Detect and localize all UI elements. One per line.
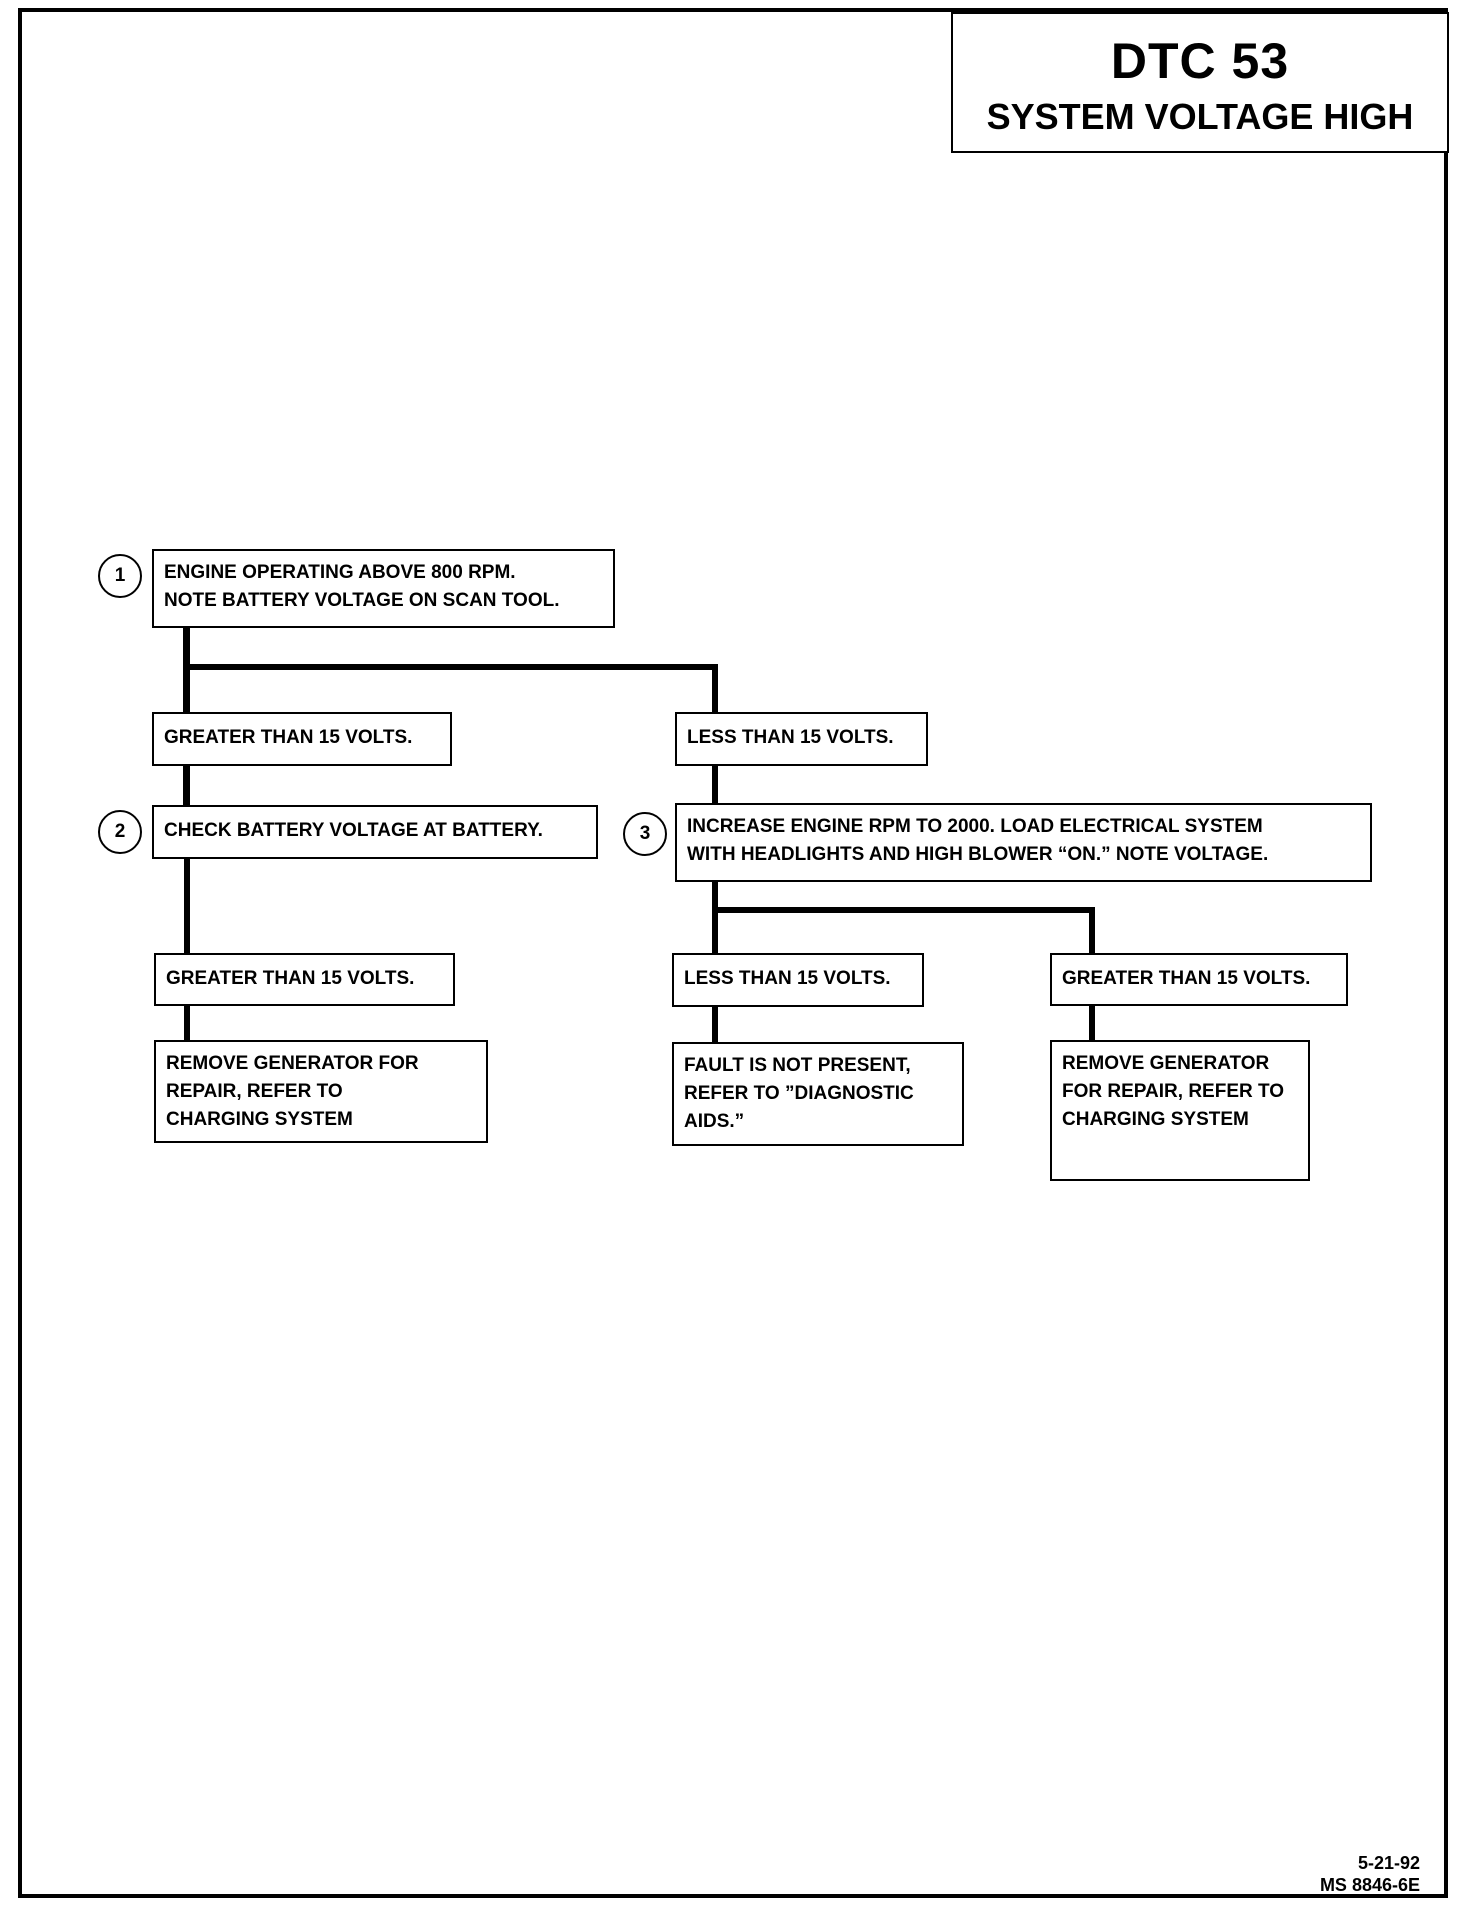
step-1-box: ENGINE OPERATING ABOVE 800 RPM. NOTE BAT… (152, 549, 615, 628)
action-step-2-greater: REMOVE GENERATOR FOR REPAIR, REFER TO CH… (154, 1040, 488, 1143)
dtc-name: SYSTEM VOLTAGE HIGH (986, 96, 1414, 137)
connector-step3-high-to-action (1089, 1004, 1095, 1042)
step-3-marker: 3 (623, 812, 667, 856)
action-step-3-greater: REMOVE GENERATOR FOR REPAIR, REFER TO CH… (1050, 1040, 1310, 1181)
connector-right-to-step3 (712, 764, 718, 806)
connector-step1-down (183, 626, 190, 714)
connector-step3-branch (712, 907, 1095, 913)
step-2-marker: 2 (98, 810, 142, 854)
step-1-result-greater: GREATER THAN 15 VOLTS. (152, 712, 452, 766)
connector-left-to-step2 (183, 764, 190, 806)
connector-step3-down (712, 880, 718, 955)
step-3-result-greater: GREATER THAN 15 VOLTS. (1050, 953, 1348, 1006)
connector-step3-right-down (1089, 907, 1095, 954)
connector-step3-low-to-action (712, 1005, 718, 1043)
step-3-box: INCREASE ENGINE RPM TO 2000. LOAD ELECTR… (675, 803, 1372, 882)
step-3-result-less: LESS THAN 15 VOLTS. (672, 953, 924, 1007)
connector-step2-to-action (184, 1004, 190, 1042)
page-frame (18, 8, 1448, 1898)
title-block: DTC 53 SYSTEM VOLTAGE HIGH (951, 12, 1449, 153)
action-step-3-less: FAULT IS NOT PRESENT, REFER TO ”DIAGNOST… (672, 1042, 964, 1146)
step-1-result-less: LESS THAN 15 VOLTS. (675, 712, 928, 766)
connector-step1-branch (183, 664, 718, 670)
step-2-result-greater: GREATER THAN 15 VOLTS. (154, 953, 455, 1006)
connector-step2-down (184, 857, 190, 955)
step-2-box: CHECK BATTERY VOLTAGE AT BATTERY. (152, 805, 598, 859)
connector-step1-right-down (712, 664, 718, 714)
document-number: MS 8846-6E (1319, 1875, 1420, 1895)
step-1-marker: 1 (98, 554, 142, 598)
dtc-code: DTC 53 (1110, 33, 1290, 89)
document-footer: 5-21-92 MS 8846-6E (1320, 1852, 1420, 1896)
revision-date: 5-21-92 (1357, 1853, 1420, 1873)
